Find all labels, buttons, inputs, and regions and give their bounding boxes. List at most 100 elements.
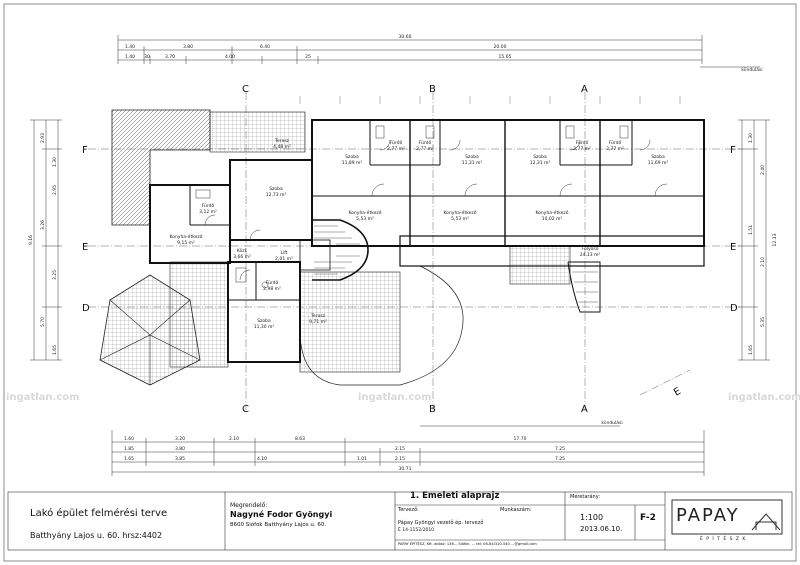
room-18-area: 11,30 m²	[254, 324, 275, 330]
door-swings	[204, 139, 668, 281]
room-15-area: 3,66 m²	[233, 254, 251, 260]
dimension-value: 12.13	[772, 233, 778, 246]
stair-core	[312, 219, 369, 281]
room-6-name: Fürdő	[609, 140, 622, 146]
room-4-name: Szoba	[533, 154, 547, 160]
terrace-bottom-middle	[299, 271, 401, 373]
axis-label-f-left: F	[82, 145, 88, 156]
axis-label-f-right: F	[730, 145, 736, 156]
dimension-value: 1.01	[357, 456, 367, 462]
room-5-name: Fürdő	[576, 140, 589, 146]
project-address: Batthyány Lajos u. 60. hrsz:4402	[30, 531, 163, 540]
sheet-frame	[3, 3, 797, 562]
dimension-value: 3.26	[40, 220, 46, 230]
room-3-area: 11,31 m²	[462, 160, 483, 166]
bottom-dimension-chains	[111, 425, 705, 476]
firm-contact: PAPAY ÉPÍTÉSZ, Kft. adósz: 136... Siófok…	[398, 542, 537, 546]
room-11-area: 9,15 m²	[177, 240, 195, 246]
axis-label-a-top: A	[581, 84, 588, 95]
dimension-value: 1.30	[52, 157, 58, 167]
axis-label-d-left: D	[82, 303, 90, 314]
firm-name: PAPAY	[676, 505, 740, 526]
dim-top-row1-1: 3.80	[183, 44, 193, 50]
title-block	[7, 491, 793, 551]
dimension-value: 9.16	[28, 235, 34, 245]
room-3-name: Szoba	[465, 154, 479, 160]
axis-label-a-bottom: A	[581, 404, 588, 415]
room-4-area: 12,31 m²	[530, 160, 551, 166]
papay-logo	[671, 499, 783, 535]
room-13-name: Konyha-étkező	[443, 209, 476, 216]
room-1-area: 2,77 m²	[387, 146, 405, 152]
dim-top-row2-2: 3.70	[165, 54, 175, 60]
wall-lower-block	[227, 261, 301, 363]
room-10-area: 3,12 m²	[199, 209, 217, 215]
terrace-right-strip	[509, 245, 571, 285]
room-11-name: Konyha-étkező	[169, 233, 202, 240]
sheet-number: F-2	[640, 513, 656, 523]
room-16-area: 2,01 m²	[275, 256, 293, 262]
room-10-name: Fürdő	[202, 203, 215, 209]
watermark-right: ingatlan.com	[728, 392, 800, 403]
dimension-value: 1.65	[124, 456, 134, 462]
dimension-value: 8.63	[295, 436, 305, 442]
dimension-value: 7.25	[555, 456, 565, 462]
designer-number: É 14-1152/2010	[398, 528, 435, 533]
client-address: 8600 Siófok Batthyány Lajos u. 60.	[230, 522, 327, 528]
dimension-value: 3.85	[175, 456, 185, 462]
dimension-value: 7.25	[555, 446, 565, 452]
sheet-date: 2013.06.10.	[580, 525, 623, 533]
dimension-value: 2.10	[760, 257, 766, 267]
room-8-name: Terasz	[274, 138, 290, 144]
room-18-name: Szoba	[257, 318, 271, 324]
dimension-value: 1.65	[748, 345, 754, 355]
project-title: Lakó épület felmérési terve	[30, 508, 168, 519]
dimension-value: 1.65	[52, 345, 58, 355]
dim-top-row1-0: 1.40	[125, 44, 135, 50]
level-top: kiindulási	[741, 66, 762, 73]
dimension-value: 2.15	[395, 446, 405, 452]
dim-top-row2-5: 15.65	[499, 54, 512, 60]
dim-top-row2-3: 4.00	[225, 54, 235, 60]
axis-label-b-bottom: B	[429, 404, 436, 415]
room-5-area: 2,77 m²	[573, 146, 591, 152]
room-17-name: Fürdő	[266, 280, 279, 286]
dimension-value: 1.85	[124, 446, 134, 452]
dim-bottom-total: 30.71	[399, 466, 412, 472]
room-7-name: Szoba	[651, 154, 665, 160]
room-14-area: 10,02 m²	[542, 216, 563, 222]
external-stair	[567, 261, 601, 313]
side-dimension-chains	[30, 119, 770, 361]
axis-label-e-right: E	[730, 242, 736, 253]
room-0-area: 11,89 m²	[342, 160, 363, 166]
facade-tick-marks	[299, 96, 681, 104]
dim-top-row2-4: 25	[305, 54, 311, 60]
axis-label-e-diag: E	[672, 386, 683, 399]
room-9-area: 12,73 m²	[266, 192, 287, 198]
room-17-area: 2,98 m²	[263, 286, 281, 292]
room-8-area: 4,48 m²	[273, 144, 291, 150]
room-19-area: 9,71 m²	[309, 319, 327, 325]
dimension-value: 1.60	[124, 436, 134, 442]
dim-top-row2-1: 30	[144, 54, 150, 60]
stair-treads	[314, 225, 598, 303]
building-walls	[149, 119, 705, 363]
firm-subtitle: É P Í T É S Z K	[700, 537, 747, 542]
room-12-area: 5,53 m²	[356, 216, 374, 222]
room-14-name: Konyha-étkező	[535, 209, 568, 216]
room-1-name: Fürdő	[390, 140, 403, 146]
dimension-value: 17.70	[514, 436, 527, 442]
room-7-area: 11,69 m²	[648, 160, 669, 166]
dimension-value: 2.40	[760, 165, 766, 175]
drawing-title: 1. Emeleti alaprajz	[410, 491, 500, 501]
room-2-area: 2,77 m²	[416, 146, 434, 152]
room-15-name: Közl.	[237, 248, 248, 254]
dim-top-total: 30.60	[399, 34, 412, 40]
wall-central-block	[229, 159, 313, 241]
room-16-name: Lift	[280, 250, 287, 256]
dim-top-row1-2: 6.40	[260, 44, 270, 50]
room-2-name: Fürdő	[419, 140, 432, 146]
dimension-value: 5.70	[40, 317, 46, 327]
room-20-area: 24,13 m²	[580, 252, 601, 258]
